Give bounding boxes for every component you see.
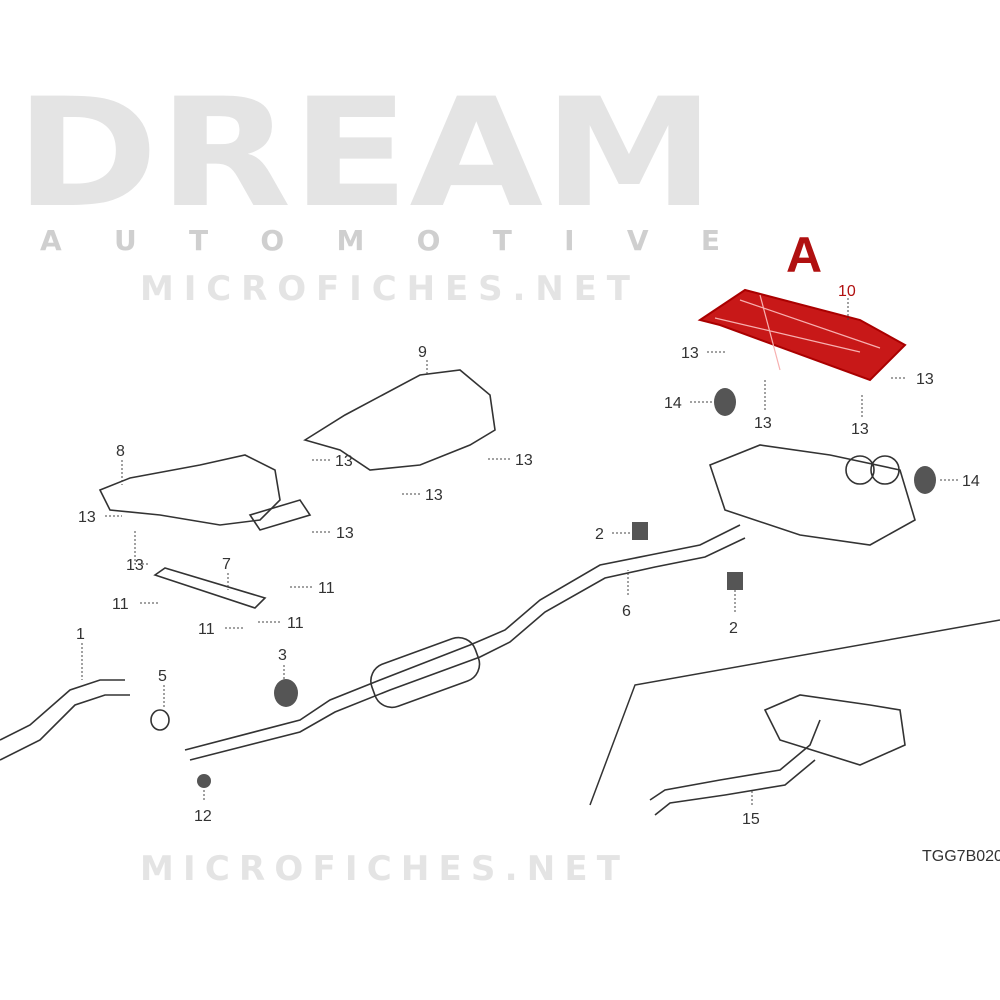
callout-5[interactable]: 5 <box>158 668 167 685</box>
callout-13[interactable]: 13 <box>425 487 443 504</box>
rubber-hanger-part-14-right[interactable] <box>914 466 936 494</box>
gasket-part-5[interactable] <box>150 709 170 731</box>
nut-part-12[interactable] <box>197 774 211 788</box>
rubber-hanger-part-14-left[interactable] <box>714 388 736 416</box>
rubber-hanger-part-2-lower[interactable] <box>727 572 743 590</box>
callout-11[interactable]: 11 <box>318 580 335 597</box>
callout-3[interactable]: 3 <box>278 647 287 664</box>
site-watermark-bottom: MICROFICHES.NET <box>140 849 621 889</box>
callout-11[interactable]: 11 <box>287 615 304 632</box>
callout-13[interactable]: 13 <box>78 509 96 526</box>
callout-13[interactable]: 13 <box>916 371 934 388</box>
callout-13[interactable]: 13 <box>754 415 772 432</box>
front-pipe-part-1[interactable] <box>0 679 130 761</box>
site-watermark-top: MICROFICHES.NET <box>140 269 631 309</box>
callout-14-left[interactable]: 14 <box>664 395 682 412</box>
callout-6[interactable]: 6 <box>622 603 631 620</box>
tailpipe-right <box>870 455 900 485</box>
callout-13[interactable]: 13 <box>336 525 354 542</box>
callout-13[interactable]: 13 <box>851 421 869 438</box>
callout-12[interactable]: 12 <box>194 808 212 825</box>
bracket-part-7[interactable] <box>153 567 267 609</box>
diagram-code: TGG7B020 <box>922 848 1000 865</box>
bracket-plate[interactable] <box>248 499 312 531</box>
rubber-hanger-part-3[interactable] <box>274 679 298 707</box>
callout-9[interactable]: 9 <box>418 344 427 361</box>
heat-shield-part-8[interactable] <box>98 454 281 526</box>
section-marker-a: A <box>786 227 822 283</box>
callout-13[interactable]: 13 <box>335 453 353 470</box>
callout-14-right[interactable]: 14 <box>962 473 980 490</box>
callout-13[interactable]: 13 <box>515 452 533 469</box>
callout-7[interactable]: 7 <box>222 556 231 573</box>
callout-8[interactable]: 8 <box>116 443 125 460</box>
leader-lines <box>81 298 958 805</box>
callout-13[interactable]: 13 <box>126 557 144 574</box>
brand-watermark: DREAM <box>15 67 715 241</box>
callout-2-upper[interactable]: 2 <box>595 526 604 543</box>
callout-1[interactable]: 1 <box>76 626 85 643</box>
callout-11[interactable]: 11 <box>112 596 129 613</box>
rubber-hanger-part-2-upper[interactable] <box>632 522 648 540</box>
callout-13[interactable]: 13 <box>681 345 699 362</box>
callout-10[interactable]: 10 <box>838 283 856 300</box>
pipe-part-15[interactable] <box>649 719 821 816</box>
callout-11[interactable]: 11 <box>198 621 215 638</box>
heat-shield-texture <box>714 294 881 371</box>
callout-2-lower[interactable]: 2 <box>729 620 738 637</box>
center-pipe-part-6[interactable] <box>184 524 746 761</box>
heat-shield-part-9[interactable] <box>303 369 496 471</box>
inset-muffler <box>763 694 906 766</box>
heat-shield-part-10-highlighted[interactable] <box>697 288 907 382</box>
rear-muffler[interactable] <box>709 444 916 546</box>
callout-15[interactable]: 15 <box>742 811 760 828</box>
tailpipe-left <box>845 455 875 485</box>
inset-border <box>589 619 1000 806</box>
center-resonator <box>370 636 481 709</box>
